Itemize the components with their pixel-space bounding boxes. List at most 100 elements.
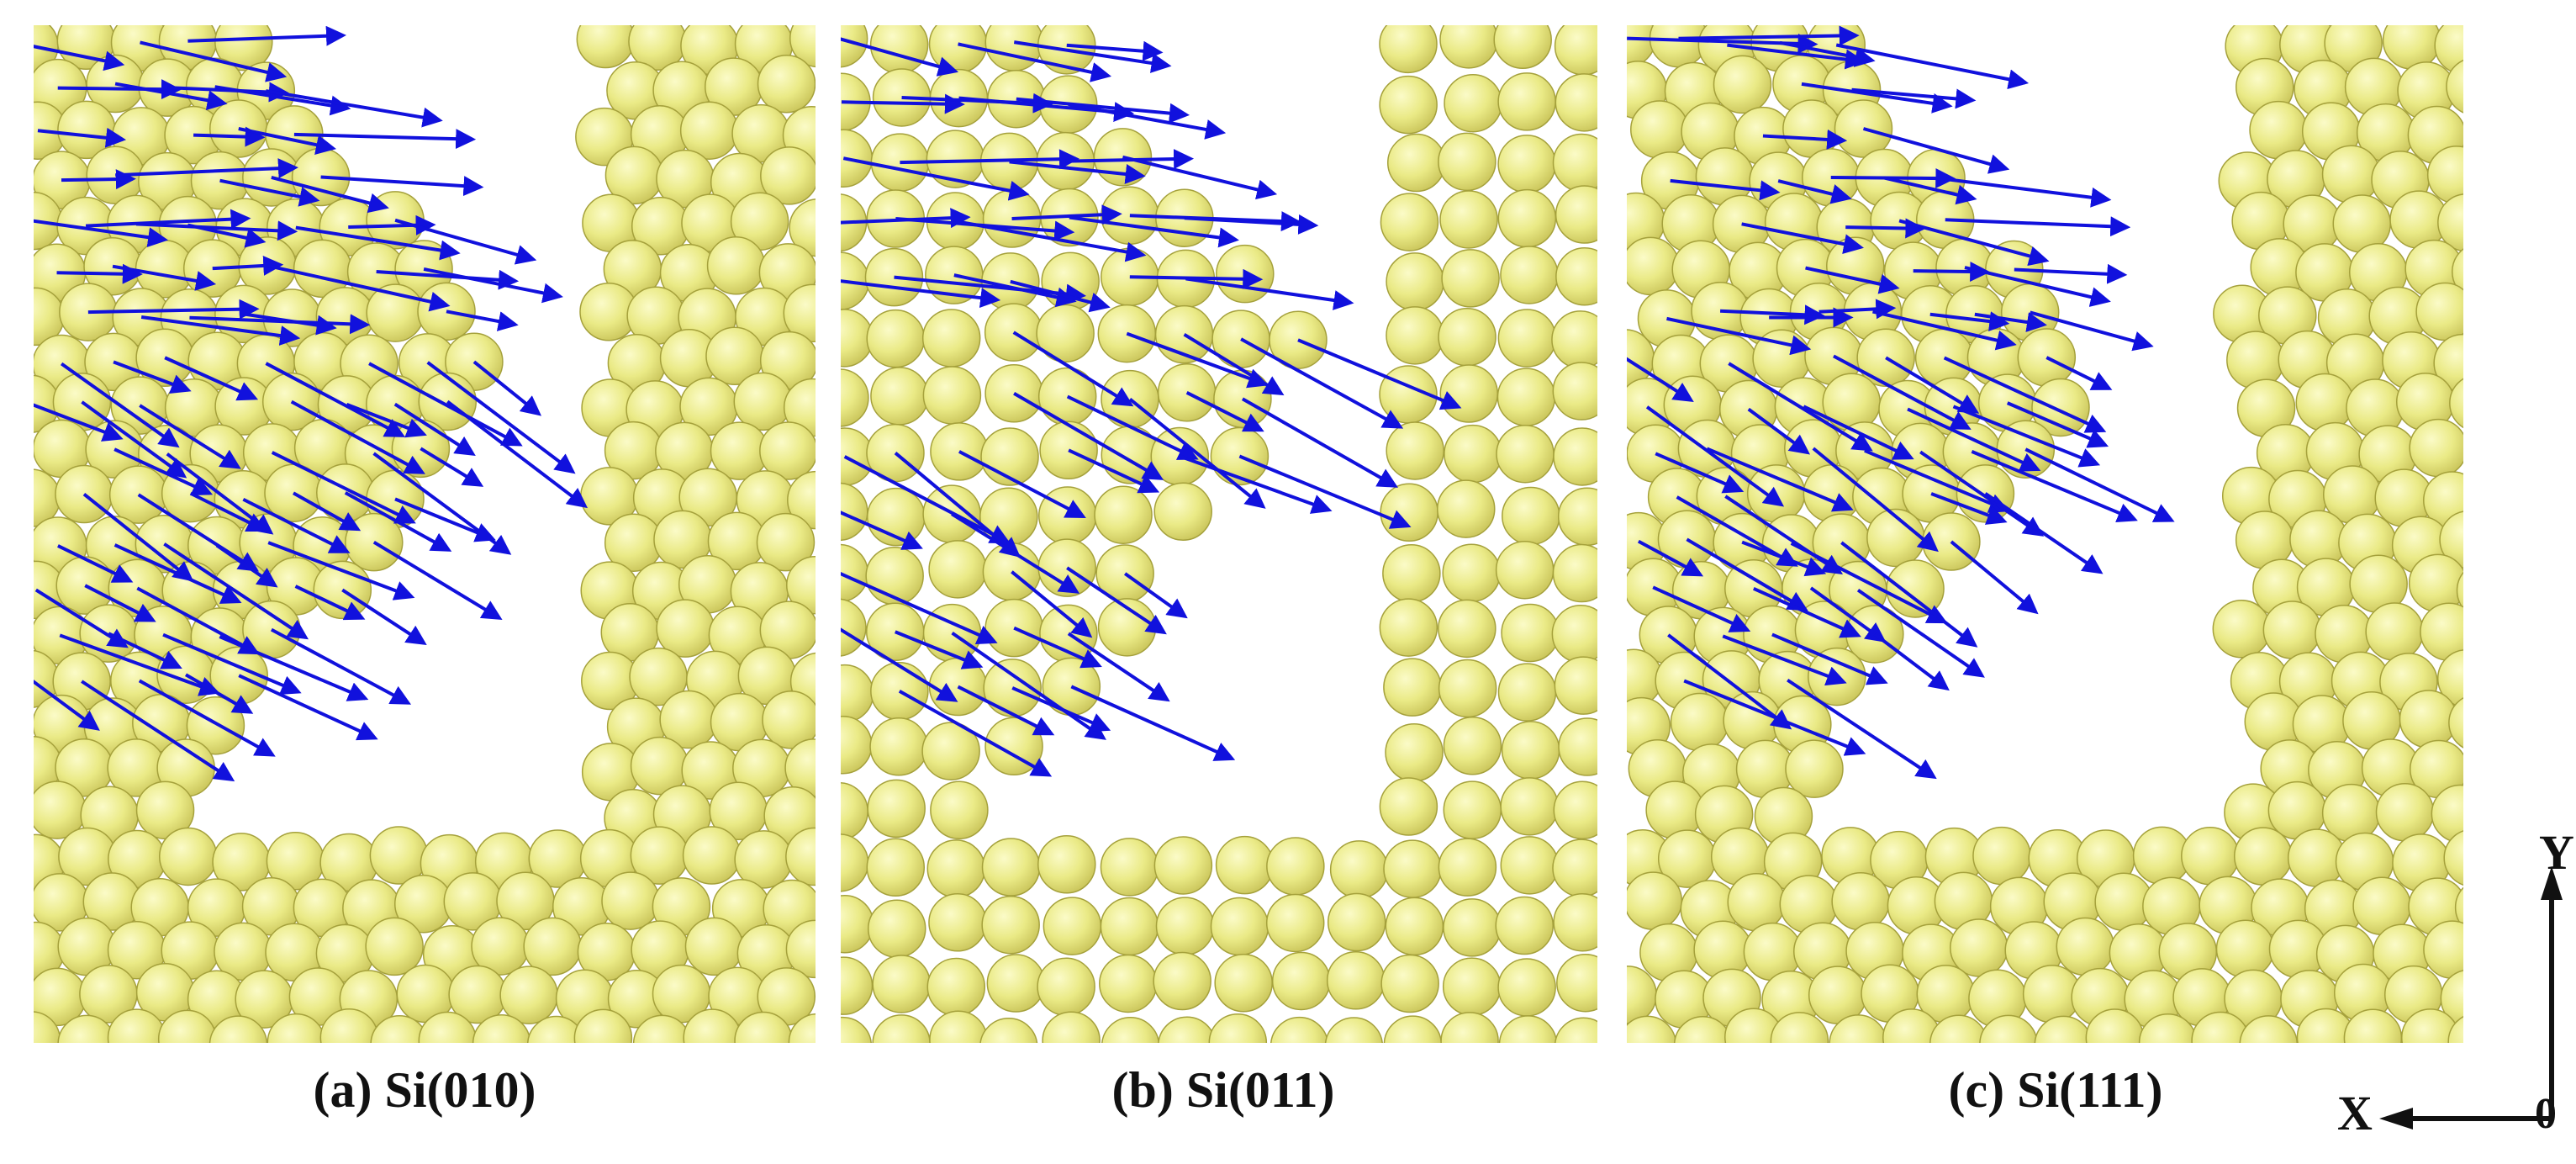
atom-sphere-icon xyxy=(2454,886,2463,929)
velocity-arrow-icon xyxy=(187,25,347,46)
velocity-arrow-icon xyxy=(841,572,998,644)
atom-structure-si011 xyxy=(841,25,1597,1043)
atom-sphere-icon xyxy=(1552,362,1597,421)
atom-sphere-icon xyxy=(1554,656,1597,715)
velocity-arrow-icon xyxy=(189,314,371,335)
velocity-arrow-icon xyxy=(951,631,1106,740)
atom-sphere-icon xyxy=(1385,723,1444,782)
velocity-arrow-icon xyxy=(85,209,251,230)
velocity-arrow-icon xyxy=(1016,97,1190,124)
atom-sphere-icon xyxy=(1379,75,1438,135)
atom-sphere-icon xyxy=(1329,840,1389,899)
atom-sphere-icon xyxy=(2262,601,2322,659)
velocity-arrow-icon xyxy=(1862,127,2010,174)
atom-sphere-icon xyxy=(930,780,989,840)
velocity-arrow-icon xyxy=(1787,678,1937,780)
atom-sphere-icon xyxy=(1551,310,1597,369)
atom-sphere-icon xyxy=(1385,897,1444,956)
velocity-arrow-icon xyxy=(56,263,143,284)
atom-sphere-icon xyxy=(1380,193,1439,251)
atom-sphere-icon xyxy=(1270,1016,1329,1043)
velocity-arrow-icon xyxy=(1851,87,1977,109)
atom-sphere-icon xyxy=(1443,717,1502,775)
velocity-arrow-icon xyxy=(344,491,452,552)
velocity-arrow-icon xyxy=(1122,155,1278,200)
atom-sphere-icon xyxy=(1555,185,1597,244)
velocity-arrow-icon xyxy=(1845,218,1926,239)
velocity-arrow-icon xyxy=(2030,310,2154,352)
velocity-arrow-icon xyxy=(1667,633,1792,730)
atom-sphere-icon xyxy=(1500,246,1559,304)
velocity-arrow-icon xyxy=(82,492,194,582)
atom-sphere-icon xyxy=(1553,427,1597,486)
atom-sphere-icon xyxy=(1443,898,1502,957)
velocity-arrow-icon xyxy=(164,356,259,401)
velocity-arrow-icon xyxy=(1727,43,1866,70)
atom-sphere-icon xyxy=(1210,426,1270,486)
atom-sphere-icon xyxy=(984,364,1043,423)
velocity-arrow-icon xyxy=(214,85,351,116)
atom-sphere-icon xyxy=(1746,464,1806,523)
velocity-arrow-icon xyxy=(1011,204,1122,225)
axis-origin-label: 0 xyxy=(2535,1090,2557,1138)
atom-sphere-icon xyxy=(2056,917,2115,976)
atom-sphere-icon xyxy=(1438,659,1497,718)
velocity-arrow-icon xyxy=(1185,277,1354,310)
atom-sphere-icon xyxy=(841,598,867,657)
atom-sphere-icon xyxy=(2439,511,2463,569)
atom-sphere-icon xyxy=(1886,559,1945,618)
atom-sphere-icon xyxy=(1214,954,1273,1013)
velocity-arrow-icon xyxy=(1184,214,1319,235)
atom-sphere-icon xyxy=(1627,1015,1677,1043)
velocity-arrow-icon xyxy=(341,588,427,645)
velocity-arrow-icon xyxy=(267,541,415,601)
velocity-arrow-icon xyxy=(958,42,1112,82)
velocity-arrow-icon xyxy=(446,310,519,331)
atom-sphere-icon xyxy=(1693,920,1752,979)
atom-sphere-icon xyxy=(866,309,925,368)
atom-sphere-icon xyxy=(2226,331,2285,389)
atom-sphere-icon xyxy=(1979,1014,2038,1043)
atom-sphere-icon xyxy=(1153,951,1211,1011)
atom-sphere-icon xyxy=(576,25,636,69)
atom-sphere-icon xyxy=(868,899,926,958)
velocity-arrow-icon xyxy=(953,273,1077,308)
atom-sphere-icon xyxy=(1497,135,1556,193)
velocity-arrow-icon xyxy=(162,632,302,695)
velocity-arrow-icon xyxy=(958,450,1086,518)
velocity-arrow-icon xyxy=(114,82,228,111)
atom-sphere-icon xyxy=(841,543,869,603)
atom-sphere-icon xyxy=(1100,897,1159,956)
velocity-arrow-icon xyxy=(446,399,589,509)
velocity-arrow-icon xyxy=(394,218,537,265)
atom-sphere-icon xyxy=(1785,739,1844,798)
velocity-arrow-icon xyxy=(1068,103,1227,140)
velocity-arrow-icon xyxy=(898,690,1053,777)
atom-sphere-icon xyxy=(1438,307,1497,367)
velocity-arrow-icon xyxy=(1873,632,1950,691)
velocity-arrow-icon xyxy=(1067,632,1170,702)
velocity-arrow-icon xyxy=(1011,686,1111,733)
atom-sphere-icon xyxy=(1383,839,1442,898)
panel-si111 xyxy=(1627,25,2463,1043)
atom-sphere-icon xyxy=(1326,951,1386,1010)
velocity-arrow-icon xyxy=(219,635,369,701)
atom-sphere-icon xyxy=(632,1014,692,1043)
velocity-arrow-icon xyxy=(1779,40,1876,67)
atom-sphere-icon xyxy=(1440,1012,1499,1043)
velocity-arrow-icon xyxy=(1652,585,1751,632)
atom-sphere-icon xyxy=(867,779,926,839)
atom-sphere-icon xyxy=(1972,826,2031,886)
velocity-arrow-icon xyxy=(1728,362,1873,452)
atom-sphere-icon xyxy=(1386,306,1444,365)
velocity-arrow-icon xyxy=(1655,452,1745,494)
velocity-arrow-icon xyxy=(59,633,220,696)
velocity-arrow-icon xyxy=(1678,25,1860,46)
atom-sphere-icon xyxy=(1094,485,1153,544)
atom-sphere-icon xyxy=(391,419,451,479)
atom-sphere-icon xyxy=(921,722,980,780)
caption-si011: (b) Si(011) xyxy=(1111,1062,1335,1118)
atom-sphere-icon xyxy=(928,540,987,599)
atom-sphere-icon xyxy=(1327,892,1386,952)
velocity-arrow-icon xyxy=(87,299,260,320)
